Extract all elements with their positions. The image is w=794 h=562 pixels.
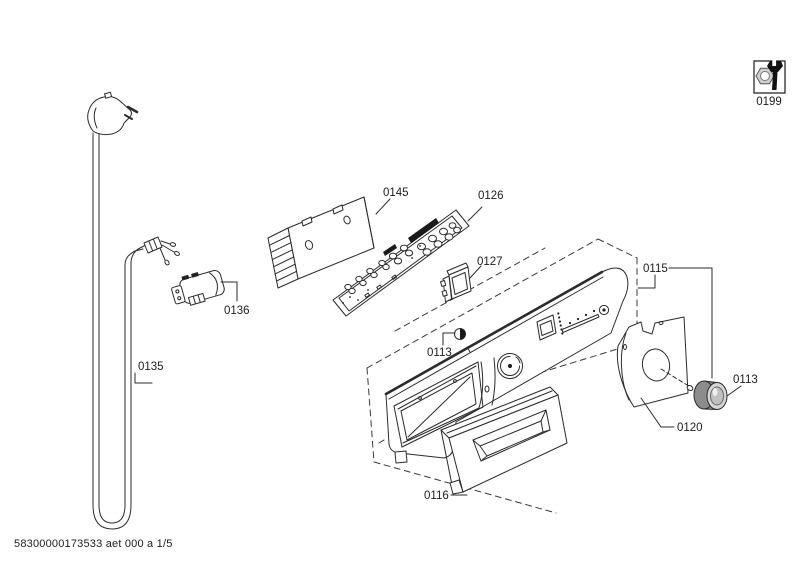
label-end-cap: 0120 — [677, 422, 703, 434]
mains-plug — [87, 91, 139, 136]
led-indicator-row — [568, 304, 610, 325]
drawer-opening — [393, 361, 484, 448]
leader-0136 — [220, 281, 238, 302]
label-pcb: 0126 — [478, 190, 504, 202]
label-rotary-knob: 0113 — [733, 374, 758, 386]
service-icon-group: 0199 — [753, 59, 786, 108]
leader-0120 — [640, 397, 675, 428]
leader-0145 — [375, 198, 391, 215]
label-suppressor: 0136 — [224, 305, 250, 317]
leader-0115-knob — [668, 267, 713, 379]
pcb-components — [342, 222, 461, 304]
leader-0113-knob — [726, 385, 742, 397]
label-power-cord: 0135 — [138, 361, 164, 373]
label-push-button: 0113 — [427, 347, 452, 359]
panel-end-cap-part — [616, 316, 689, 408]
panel-knob-boss — [497, 353, 523, 379]
trim-slot — [561, 314, 600, 333]
display-window — [536, 314, 557, 341]
control-panel-fascia — [378, 267, 629, 464]
leader-0113-button — [442, 332, 456, 346]
leader-0126 — [467, 206, 483, 222]
rotary-knob-part — [660, 368, 728, 410]
leader-0135 — [134, 372, 153, 384]
label-module: 0127 — [477, 256, 503, 268]
control-pcb-part — [332, 209, 470, 317]
cord-ferrule-and-wires — [143, 236, 180, 266]
module-cover-part — [267, 196, 375, 289]
push-button-part — [454, 328, 466, 340]
suppressor-part — [171, 270, 225, 306]
label-drawer: 0116 — [424, 490, 449, 502]
leader-0127 — [469, 265, 482, 279]
small-module-part — [440, 262, 472, 303]
bolt-and-wrench-icon — [755, 59, 783, 90]
label-control-panel: 0115 — [643, 263, 668, 275]
document-code: 58300000173533 aet 000 a 1/5 — [14, 538, 173, 550]
detergent-drawer-part — [440, 386, 568, 495]
leader-lines — [134, 198, 742, 496]
drawer-handle-recess — [472, 409, 551, 462]
panel-button-boss — [598, 304, 610, 316]
label-module-cover: 0145 — [383, 187, 409, 199]
power-cord-part — [87, 91, 180, 530]
cord-loop — [92, 132, 147, 530]
part-labels: 0145 0126 0127 0136 0135 0113 0115 0113 … — [138, 187, 758, 502]
leader-0115-left — [637, 274, 656, 289]
label-service-icon: 0199 — [756, 96, 782, 108]
